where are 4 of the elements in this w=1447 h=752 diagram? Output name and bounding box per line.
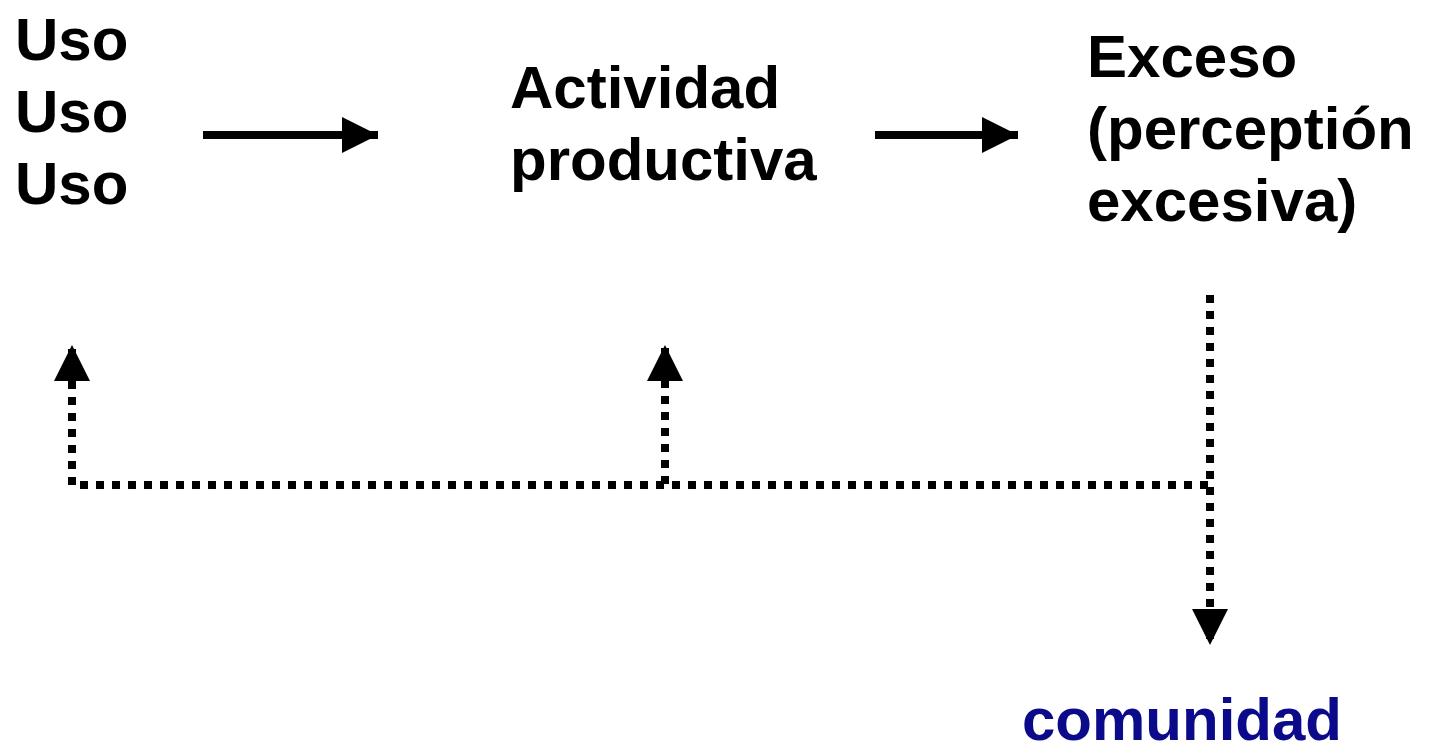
node-label: comunidad (1022, 690, 1343, 750)
node-label: Exceso (perceptión excesiva) (1087, 22, 1415, 236)
node-label: Uso Uso Uso (15, 5, 130, 219)
node-label: Actividad productiva (510, 53, 818, 195)
